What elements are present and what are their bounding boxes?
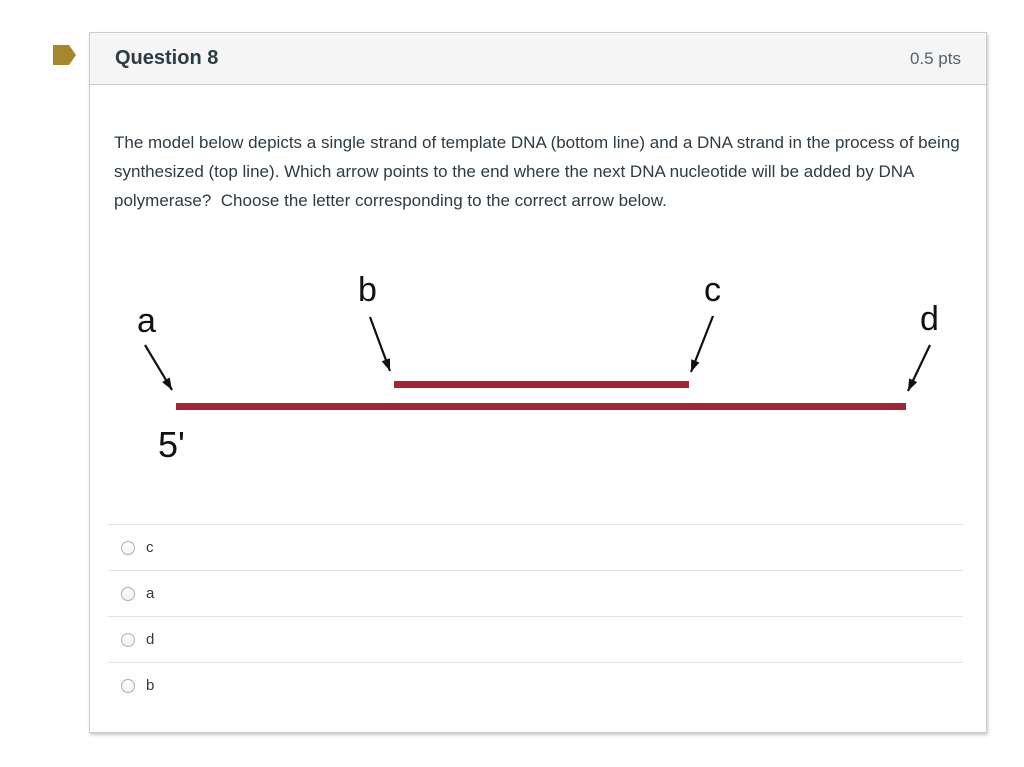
- question-points: 0.5 pts: [909, 48, 961, 68]
- question-text: The model below depicts a single strand …: [114, 133, 965, 210]
- radio-button[interactable]: [121, 586, 135, 601]
- arrow-c-icon: [689, 315, 715, 373]
- arrow-a-icon: [144, 344, 173, 391]
- option-label: a: [146, 585, 155, 602]
- answer-options: c a d b: [108, 524, 963, 708]
- radio-button[interactable]: [121, 678, 135, 693]
- question-card: Question 8 0.5 pts The model below depic…: [89, 32, 987, 733]
- bookmark-icon[interactable]: [53, 45, 76, 65]
- option-label: d: [146, 631, 155, 648]
- answer-option-c[interactable]: c: [108, 524, 963, 570]
- arrow-label-b: b: [358, 271, 377, 309]
- arrow-label-d: d: [920, 300, 939, 338]
- radio-button[interactable]: [121, 540, 135, 555]
- option-label: c: [146, 539, 154, 556]
- dna-diagram: a b c d 5': [137, 271, 939, 465]
- five-prime-label: 5': [158, 424, 185, 465]
- radio-button[interactable]: [121, 632, 135, 647]
- arrow-b-icon: [368, 316, 392, 372]
- answer-option-d[interactable]: d: [108, 616, 963, 662]
- question-header: Question 8 0.5 pts: [90, 33, 986, 85]
- arrow-d-icon: [907, 344, 931, 392]
- answer-option-a[interactable]: a: [108, 570, 963, 616]
- arrow-label-c: c: [704, 271, 721, 309]
- bookmark-shape: [53, 45, 76, 65]
- arrow-label-a: a: [137, 302, 156, 340]
- question-title: Question 8: [115, 47, 219, 69]
- option-label: b: [146, 677, 155, 694]
- answer-option-b[interactable]: b: [108, 662, 963, 708]
